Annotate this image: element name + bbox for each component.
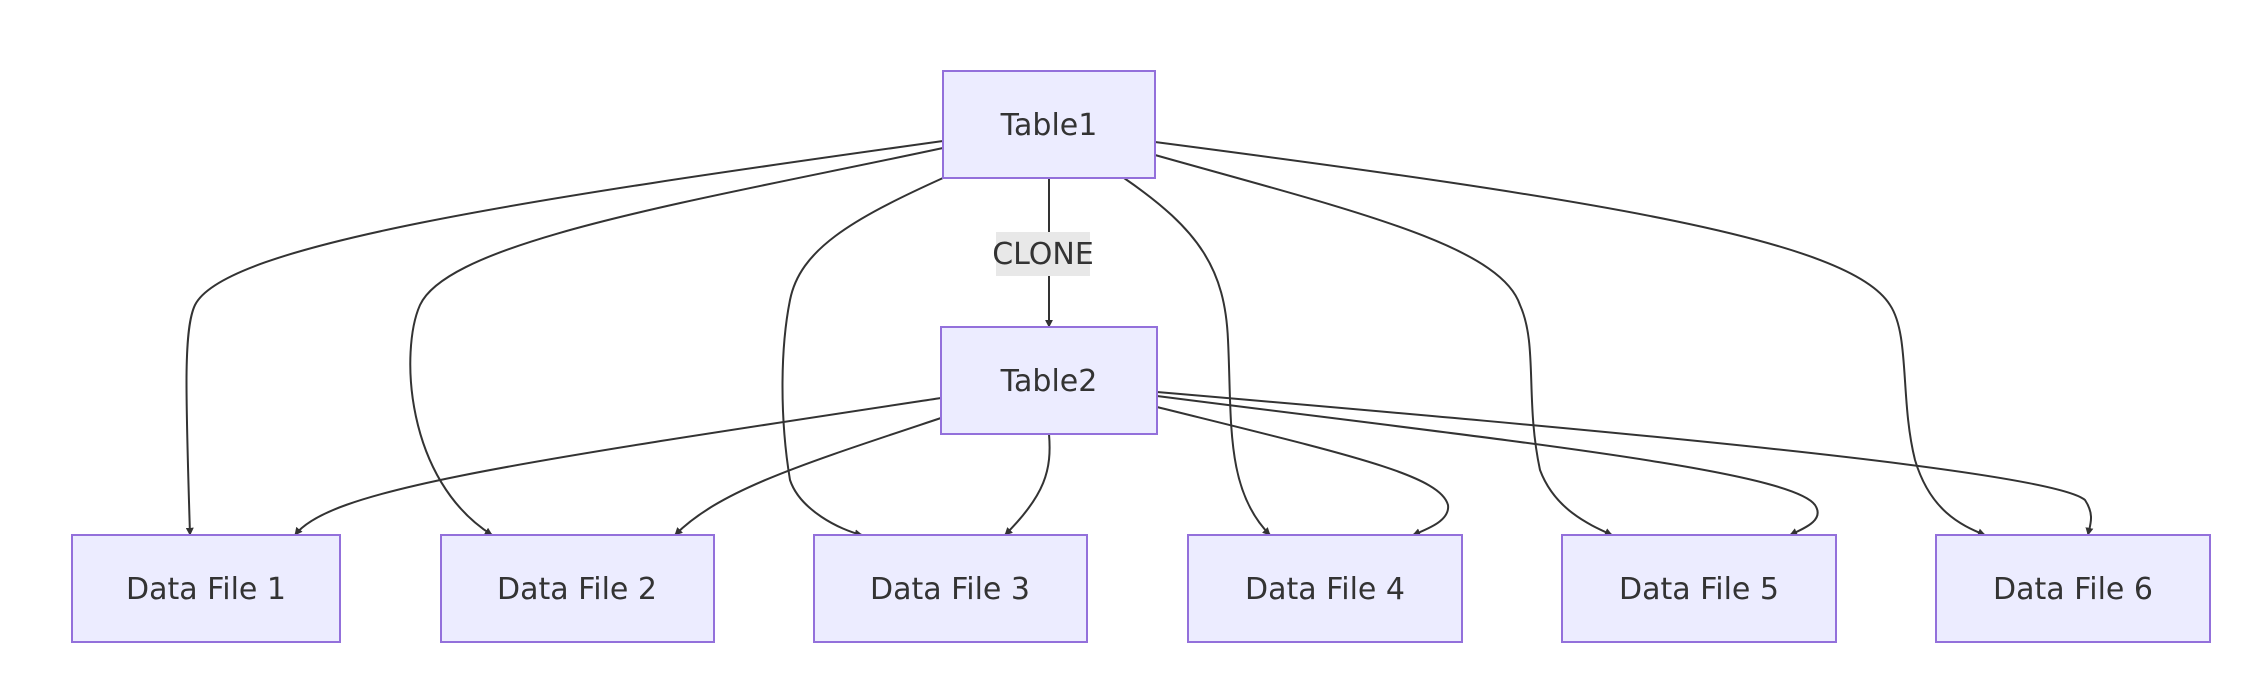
node-data-file-3: Data File 3: [813, 534, 1088, 643]
node-data-file-2: Data File 2: [440, 534, 715, 643]
edge-table1-file5: [1154, 154, 1613, 536]
clone-edge-label: CLONE: [992, 237, 1094, 272]
node-data-file-6: Data File 6: [1935, 534, 2211, 643]
node-data-file-1-label: Data File 1: [126, 572, 286, 607]
edge-table1-file6: [1154, 141, 1986, 537]
node-data-file-2-label: Data File 2: [497, 572, 657, 607]
node-data-file-4: Data File 4: [1187, 534, 1463, 643]
node-data-file-4-label: Data File 4: [1245, 572, 1405, 607]
node-table1: Table1: [942, 70, 1156, 179]
node-data-file-6-label: Data File 6: [1993, 572, 2153, 607]
node-table2: Table2: [940, 326, 1158, 435]
edge-table1-file2: [409, 147, 944, 536]
clone-label-background: [996, 232, 1090, 276]
edge-table1-file4: [1123, 177, 1271, 536]
edge-table2-file3: [1004, 433, 1051, 536]
edge-table1-file1: [185, 140, 944, 536]
node-data-file-5-label: Data File 5: [1619, 572, 1779, 607]
edge-table2-file6: [1156, 391, 2094, 536]
node-data-file-1: Data File 1: [71, 534, 341, 643]
edge-table2-file4: [1156, 406, 1450, 536]
node-data-file-5: Data File 5: [1561, 534, 1837, 643]
node-data-file-3-label: Data File 3: [870, 572, 1030, 607]
edge-table1-file3: [781, 177, 944, 538]
node-table1-label: Table1: [1000, 108, 1098, 143]
edge-table2-file5: [1156, 395, 1819, 536]
edge-table2-file1: [294, 397, 942, 536]
edge-table2-file2: [674, 417, 942, 536]
node-table2-label: Table2: [1000, 364, 1098, 399]
